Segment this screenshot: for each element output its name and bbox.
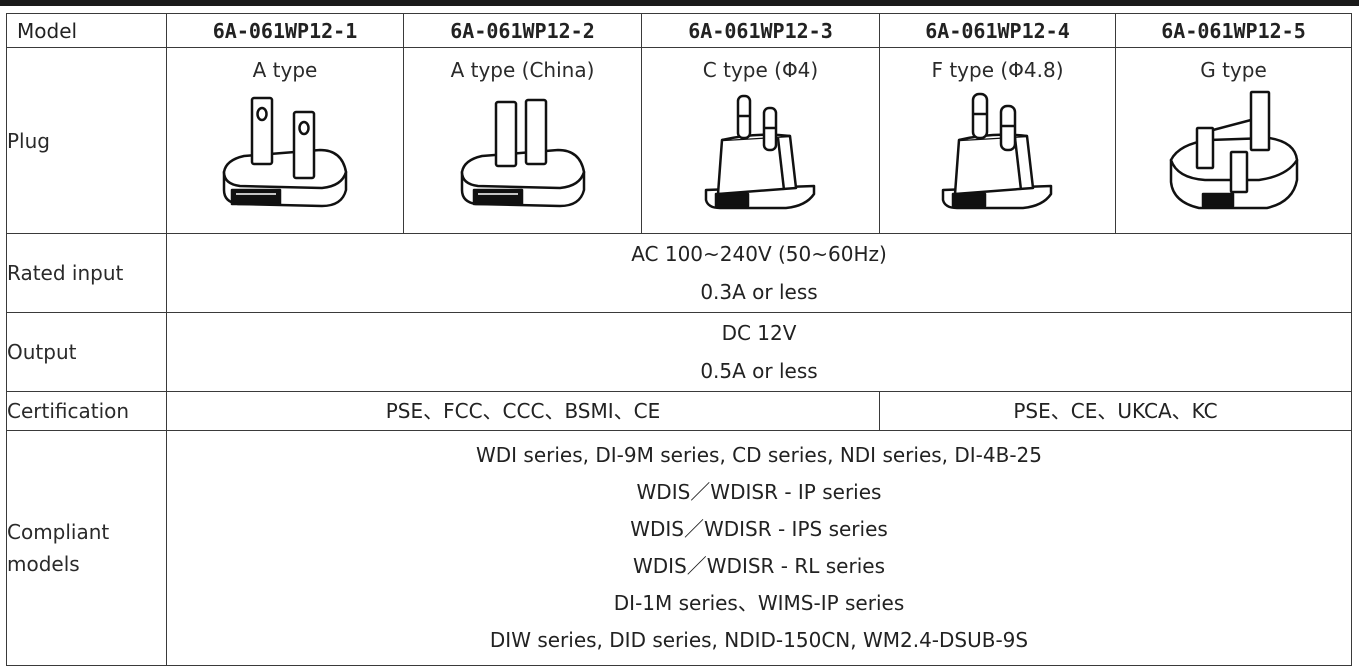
output-line-2: 0.5A or less [700, 359, 818, 383]
model-5: 6A-061WP12-5 [1115, 13, 1352, 48]
compliant-line-4: WDIS／WDISR - RL series [633, 554, 885, 578]
plug-c-type-illustration [704, 94, 815, 210]
model-4: 6A-061WP12-4 [879, 13, 1116, 48]
plug-cell-5: G type [1115, 47, 1352, 234]
compliant-line-2: WDIS／WDISR - IP series [636, 480, 882, 504]
rated-input-value: AC 100~240V (50~60Hz) 0.3A or less [166, 233, 1352, 313]
compliant-line-6: DIW series, DID series, NDID-150CN, WM2.… [489, 628, 1029, 652]
output-line-1: DC 12V [721, 321, 797, 345]
compliant-line-3: WDIS／WDISR - IPS series [630, 517, 888, 541]
output-label: Output [6, 312, 167, 392]
top-border-bar [0, 0, 1359, 6]
certification-value-2: PSE、CE、UKCA、KC [879, 391, 1352, 431]
rated-input-label: Rated input [6, 233, 167, 313]
model-label: Model [6, 13, 167, 48]
plug-cell-3: C type (Φ4) [641, 47, 880, 234]
plug-cell-4: F type (Φ4.8) [879, 47, 1116, 234]
rated-input-row: Rated input AC 100~240V (50~60Hz) 0.3A o… [6, 233, 1352, 313]
plug-g-type-illustration [1169, 90, 1298, 210]
output-value: DC 12V 0.5A or less [166, 312, 1352, 392]
plug-a-type-china-illustration [460, 98, 585, 208]
certification-row: Certification PSE、FCC、CCC、BSMI、CE PSE、CE… [6, 391, 1352, 431]
model-2: 6A-061WP12-2 [403, 13, 642, 48]
spec-table: Model 6A-061WP12-1 6A-061WP12-2 6A-061WP… [6, 13, 1352, 666]
plug-type-2: A type (China) [450, 58, 595, 82]
certification-value-1: PSE、FCC、CCC、BSMI、CE [166, 391, 880, 431]
compliant-line-5: DI-1M series、WIMS-IP series [613, 591, 905, 615]
model-row: Model 6A-061WP12-1 6A-061WP12-2 6A-061WP… [6, 13, 1352, 48]
plug-cell-1: A type [166, 47, 404, 234]
model-1: 6A-061WP12-1 [166, 13, 404, 48]
plug-type-3: C type (Φ4) [702, 58, 819, 82]
output-row: Output DC 12V 0.5A or less [6, 312, 1352, 392]
compliant-models-value: WDI series, DI-9M series, CD series, NDI… [166, 430, 1352, 666]
compliant-models-label: Compliant models [6, 430, 167, 666]
compliant-label-line-2: models [7, 552, 80, 576]
rated-input-line-1: AC 100~240V (50~60Hz) [631, 242, 887, 266]
certification-label: Certification [6, 391, 167, 431]
plug-type-4: F type (Φ4.8) [931, 58, 1064, 82]
plug-type-1: A type [252, 58, 318, 82]
plug-row: Plug A type A type (China) [6, 47, 1352, 234]
rated-input-line-2: 0.3A or less [700, 280, 818, 304]
plug-f-type-illustration [941, 92, 1052, 210]
compliant-label-line-1: Compliant [7, 520, 110, 544]
plug-label: Plug [6, 47, 167, 234]
plug-a-type-illustration [222, 96, 348, 208]
plug-type-5: G type [1200, 58, 1267, 82]
plug-cell-2: A type (China) [403, 47, 642, 234]
compliant-line-1: WDI series, DI-9M series, CD series, NDI… [475, 443, 1043, 467]
model-3: 6A-061WP12-3 [641, 13, 880, 48]
compliant-models-row: Compliant models WDI series, DI-9M serie… [6, 430, 1352, 666]
